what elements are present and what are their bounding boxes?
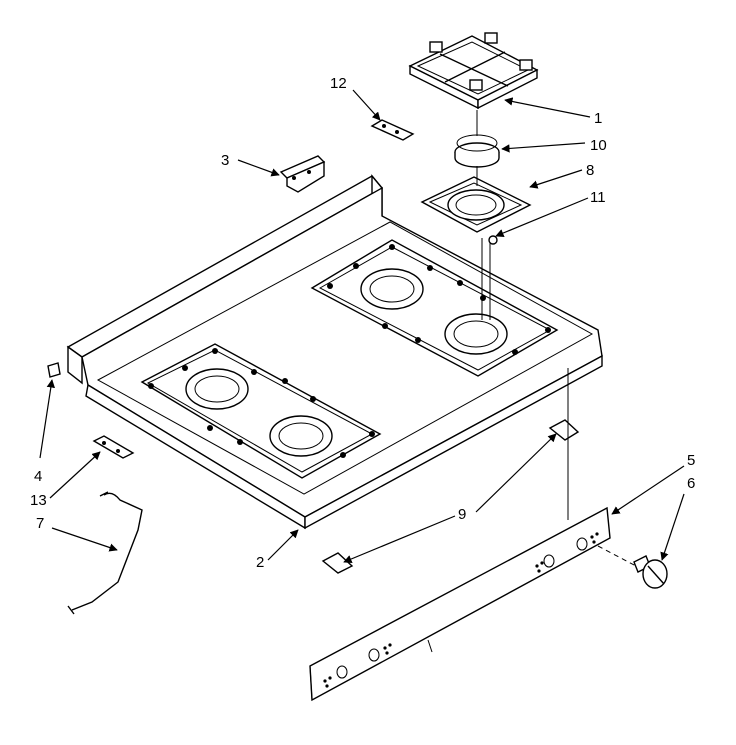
- leader-lines: [39, 89, 685, 563]
- clip-4: [47, 362, 61, 378]
- burner-grate: [408, 32, 539, 110]
- callout-6: 6: [687, 475, 695, 492]
- bracket-3: [279, 155, 326, 193]
- callout-1: 1: [594, 110, 602, 127]
- callout-8: 8: [586, 162, 594, 179]
- bracket-12: [370, 119, 415, 141]
- left-burner-panel: [140, 343, 382, 479]
- callout-13: 13: [30, 492, 47, 509]
- control-panel: [309, 506, 611, 702]
- callout-3: 3: [221, 152, 229, 169]
- right-burner-panel: [310, 239, 559, 377]
- callout-2: 2: [256, 554, 264, 571]
- burner-cap: [454, 134, 500, 168]
- callout-labels: 1 2 3 4 5 6 7 8 9 10 11 12 13: [30, 75, 695, 571]
- callout-12: 12: [330, 75, 347, 92]
- burner-bowl: [420, 176, 532, 233]
- callout-11: 11: [590, 189, 606, 206]
- control-knob: [597, 545, 668, 589]
- clip-9-upper: [548, 419, 580, 441]
- callout-9: 9: [458, 506, 466, 523]
- callout-10: 10: [590, 137, 607, 154]
- rod-7: [67, 491, 143, 615]
- clip-9-lower: [321, 552, 354, 574]
- bracket-13: [92, 435, 135, 459]
- callout-7: 7: [36, 515, 44, 532]
- cooktop: [66, 174, 603, 530]
- callout-4: 4: [34, 468, 42, 485]
- callout-5: 5: [687, 452, 695, 469]
